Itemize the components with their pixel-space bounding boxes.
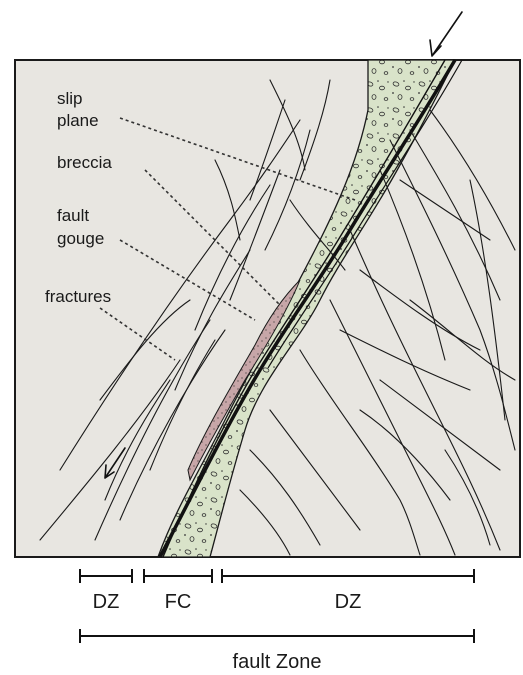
rock-block xyxy=(15,60,520,557)
shear-arrow-top xyxy=(430,12,462,56)
breccia-label: breccia xyxy=(57,153,112,172)
fc-bar xyxy=(144,569,212,583)
fractures-label: fractures xyxy=(45,287,111,306)
scale-bars xyxy=(80,569,474,643)
fault-zone-bar xyxy=(80,629,474,643)
dz-left-label: DZ xyxy=(93,591,120,613)
slip-plane-label-line1: slip xyxy=(57,89,83,108)
fault-gouge-label-line2: gouge xyxy=(57,229,104,248)
fault-zone-label: fault Zone xyxy=(233,651,322,673)
dz-left-bar xyxy=(80,569,132,583)
slip-plane-label-line2: plane xyxy=(57,111,99,130)
dz-right-label: DZ xyxy=(335,591,362,613)
dz-right-bar xyxy=(222,569,474,583)
fault-gouge-label-line1: fault xyxy=(57,206,89,225)
fc-label: FC xyxy=(165,591,192,613)
